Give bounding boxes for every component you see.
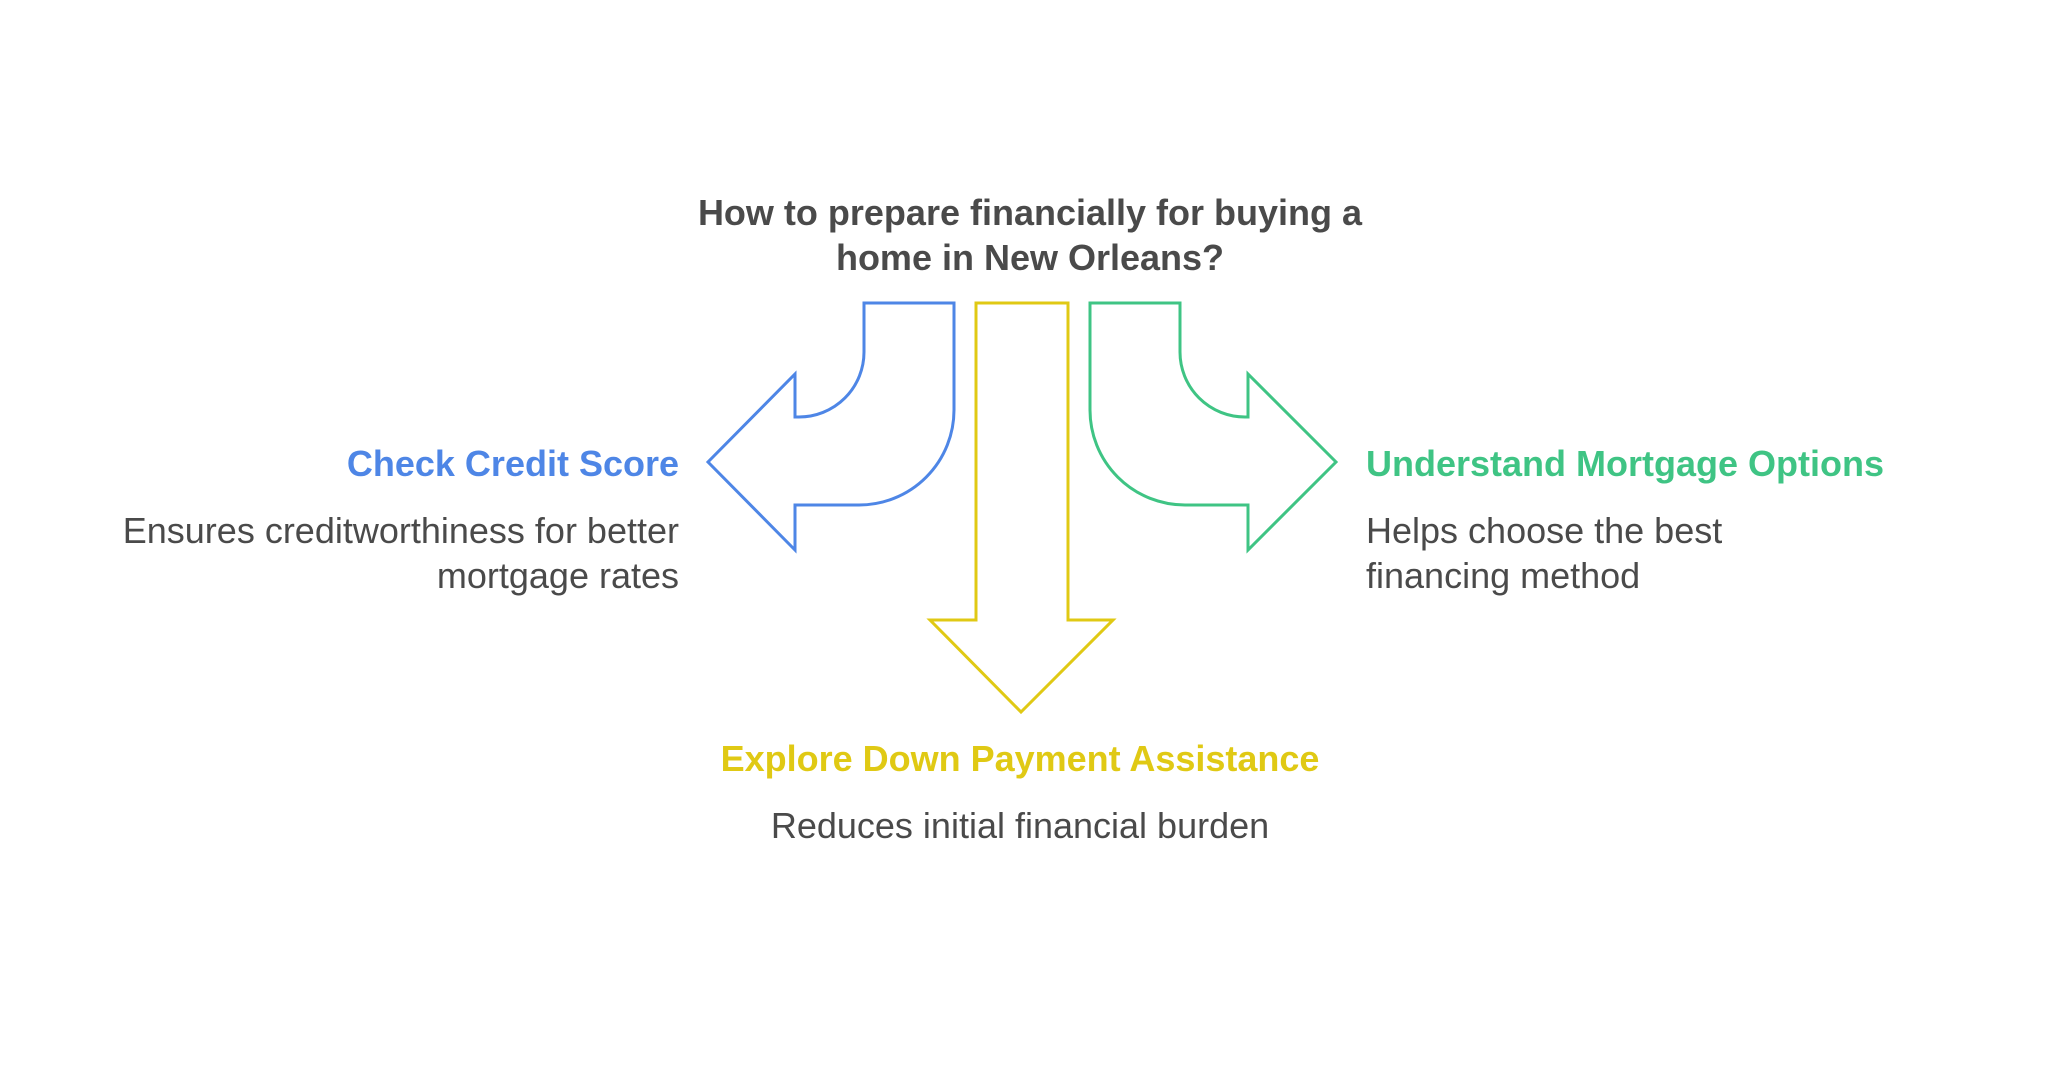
branch-title-mortgage-options: Understand Mortgage Options — [1366, 443, 1885, 484]
diagram-question: How to prepare financially for buying a … — [697, 192, 1363, 278]
branch-title-down-payment: Explore Down Payment Assistance — [720, 738, 1320, 779]
right-curved-arrow — [1088, 301, 1339, 554]
down-arrow — [926, 301, 1117, 715]
branch-description-mortgage-options: Helps choose the best financing method — [1366, 510, 1723, 596]
branch-title-credit-score: Check Credit Score — [346, 443, 679, 484]
branch-description-down-payment: Reduces initial financial burden — [770, 805, 1270, 846]
left-curved-arrow — [705, 301, 956, 554]
branch-description-credit-score: Ensures creditworthiness for better mort… — [122, 510, 679, 596]
